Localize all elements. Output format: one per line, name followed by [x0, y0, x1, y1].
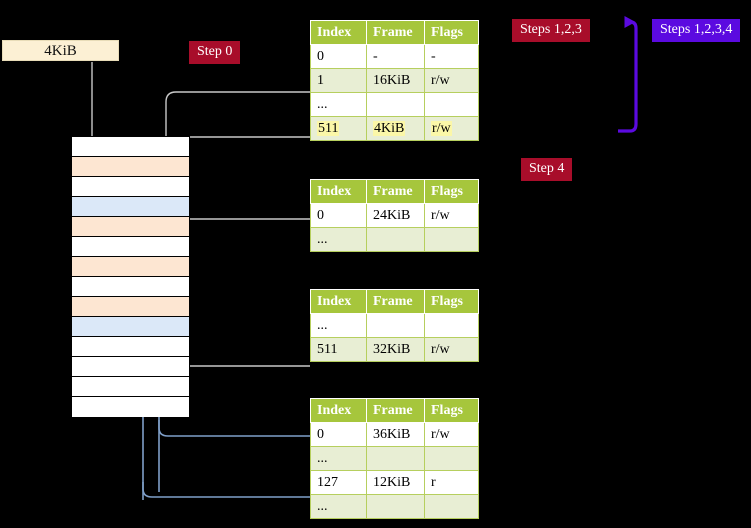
connector-l1-row127-to-grid: [142, 482, 310, 498]
cell-index: 0: [310, 422, 367, 447]
cell-index: ...: [310, 494, 367, 519]
connector-l2-511-to-grid: [171, 314, 310, 367]
memory-frame-row: [72, 277, 189, 297]
cell-index: 1: [310, 68, 367, 93]
memory-frame-row: [72, 157, 189, 177]
cell-frame: 4KiB: [366, 116, 425, 141]
cell-index: ...: [310, 446, 367, 471]
arrow-steps-1234: [618, 16, 638, 133]
cell-index: 511: [310, 116, 367, 141]
cell-flags: r/w: [424, 68, 479, 93]
column-header-frame: Frame: [366, 20, 425, 45]
cell-frame: [366, 446, 425, 471]
memory-frame-row: [72, 377, 189, 397]
badge-step-0: Step 0: [189, 41, 241, 64]
cell-frame: 32KiB: [366, 337, 425, 362]
frame-box-4kib: 4KiB: [2, 40, 119, 61]
column-header-index: Index: [310, 398, 367, 423]
cell-flags: [424, 313, 479, 338]
column-header-index: Index: [310, 289, 367, 314]
cell-frame: [366, 494, 425, 519]
connector-l1-row0-to-grid: [158, 420, 310, 437]
cell-frame: [366, 313, 425, 338]
table-row: ...: [310, 92, 479, 117]
column-header-frame: Frame: [366, 179, 425, 204]
table-row: ...: [310, 494, 479, 519]
memory-frame-row: [72, 357, 189, 377]
memory-frame-row: [72, 137, 189, 157]
memory-frame-row: [72, 257, 189, 277]
badge-step-4: Step 4: [521, 158, 573, 181]
memory-frame-row: [72, 317, 189, 337]
cell-frame: -: [366, 44, 425, 69]
column-header-flags: Flags: [424, 289, 479, 314]
cell-frame: 16KiB: [366, 68, 425, 93]
column-header-flags: Flags: [424, 20, 479, 45]
memory-frame-row: [72, 397, 189, 417]
cell-index: 511: [310, 337, 367, 362]
physical-memory-column: [71, 136, 190, 417]
cell-flags: r/w: [424, 203, 479, 228]
column-header-index: Index: [310, 20, 367, 45]
badge-steps-1234: Steps 1,2,3,4: [652, 19, 741, 42]
cell-index: 127: [310, 470, 367, 495]
memory-frame-row: [72, 297, 189, 317]
column-header-frame: Frame: [366, 289, 425, 314]
cell-flags: r/w: [424, 422, 479, 447]
table-row: ...: [310, 313, 479, 338]
cell-frame: [366, 92, 425, 117]
memory-frame-row: [72, 217, 189, 237]
cell-frame: [366, 227, 425, 252]
table-row: ...: [310, 446, 479, 471]
cell-flags: [424, 446, 479, 471]
cell-flags: r/w: [424, 116, 479, 141]
memory-frame-row: [72, 177, 189, 197]
cell-flags: r/w: [424, 337, 479, 362]
column-header-index: Index: [310, 179, 367, 204]
cell-flags: [424, 227, 479, 252]
cell-index: ...: [310, 227, 367, 252]
cell-flags: [424, 494, 479, 519]
cell-index: 0: [310, 203, 367, 228]
memory-frame-row: [72, 337, 189, 357]
memory-frame-row: [72, 197, 189, 217]
column-header-flags: Flags: [424, 398, 479, 423]
cell-flags: r: [424, 470, 479, 495]
badge-steps-123: Steps 1,2,3: [512, 19, 590, 42]
table-row: 0--: [310, 44, 479, 69]
connector-l3-row0-to-grid: [177, 218, 310, 261]
cell-index: ...: [310, 92, 367, 117]
cell-flags: [424, 92, 479, 117]
cell-index: ...: [310, 313, 367, 338]
cell-frame: 36KiB: [366, 422, 425, 447]
table-row: ...: [310, 227, 479, 252]
column-header-frame: Frame: [366, 398, 425, 423]
memory-frame-row: [72, 237, 189, 257]
cell-index: 0: [310, 44, 367, 69]
cell-frame: 12KiB: [366, 470, 425, 495]
column-header-flags: Flags: [424, 179, 479, 204]
cell-frame: 24KiB: [366, 203, 425, 228]
cell-flags: -: [424, 44, 479, 69]
